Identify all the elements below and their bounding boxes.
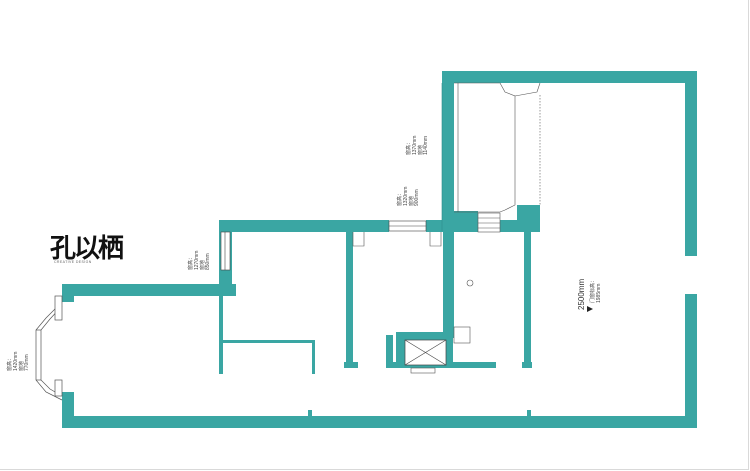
fixtures: [453, 279, 474, 344]
partition-c: [386, 335, 393, 368]
partition-a3: [312, 340, 315, 374]
window-openings: [220, 220, 427, 271]
balcony-glazing: [441, 82, 541, 231]
window-room-a: [220, 231, 231, 271]
dimension-marker: [587, 306, 593, 312]
opening-height-note: 门窗标高： 1985mm: [590, 277, 602, 303]
floor-drain: [466, 279, 474, 287]
logo-mark: 孔以栖: [50, 234, 124, 264]
wall-left-top: [62, 284, 236, 296]
window-note-balcony: 窗高： 1370mm 窗地 1140mm: [406, 135, 430, 155]
partition-d: [443, 232, 454, 338]
fixture-box-1: [453, 326, 471, 344]
walls: [62, 71, 697, 428]
wall-core-right: [500, 220, 530, 232]
partition-b: [346, 232, 353, 366]
partition-a: [219, 296, 223, 374]
partition-a2: [219, 340, 315, 343]
partition-e-foot: [522, 362, 532, 368]
stub-bottom-1: [308, 410, 312, 418]
wall-middle-top-a: [219, 220, 389, 232]
wall-balcony-left: [442, 71, 454, 231]
ceiling-height-label: 2500mm: [577, 279, 586, 310]
ceiling-height-value: 2500mm: [577, 278, 586, 310]
window-note-room-a: 窗高： 1270mm 窗地 850mm: [188, 250, 212, 270]
stub-bottom-2: [527, 410, 531, 418]
wall-top-right: [442, 71, 697, 83]
wall-right-lower: [685, 294, 697, 428]
partition-e: [524, 232, 531, 367]
logo-tagline: CREATIVE DESIGN: [54, 260, 92, 264]
wall-room-a-stub: [219, 284, 236, 296]
wall-right-upper: [685, 71, 697, 256]
duct-shaft: [404, 339, 447, 374]
bay-window: [35, 295, 63, 401]
door-swings: [352, 212, 501, 247]
window-note-left-bay: 窗高： 1420mm 窗地 770mm: [7, 351, 31, 371]
wall-bottom: [62, 416, 697, 428]
partition-b-foot: [344, 362, 358, 368]
wall-left-corner: [62, 284, 74, 302]
window-note-room-b: 窗高： 1320mm 窗地 900mm: [397, 186, 421, 206]
